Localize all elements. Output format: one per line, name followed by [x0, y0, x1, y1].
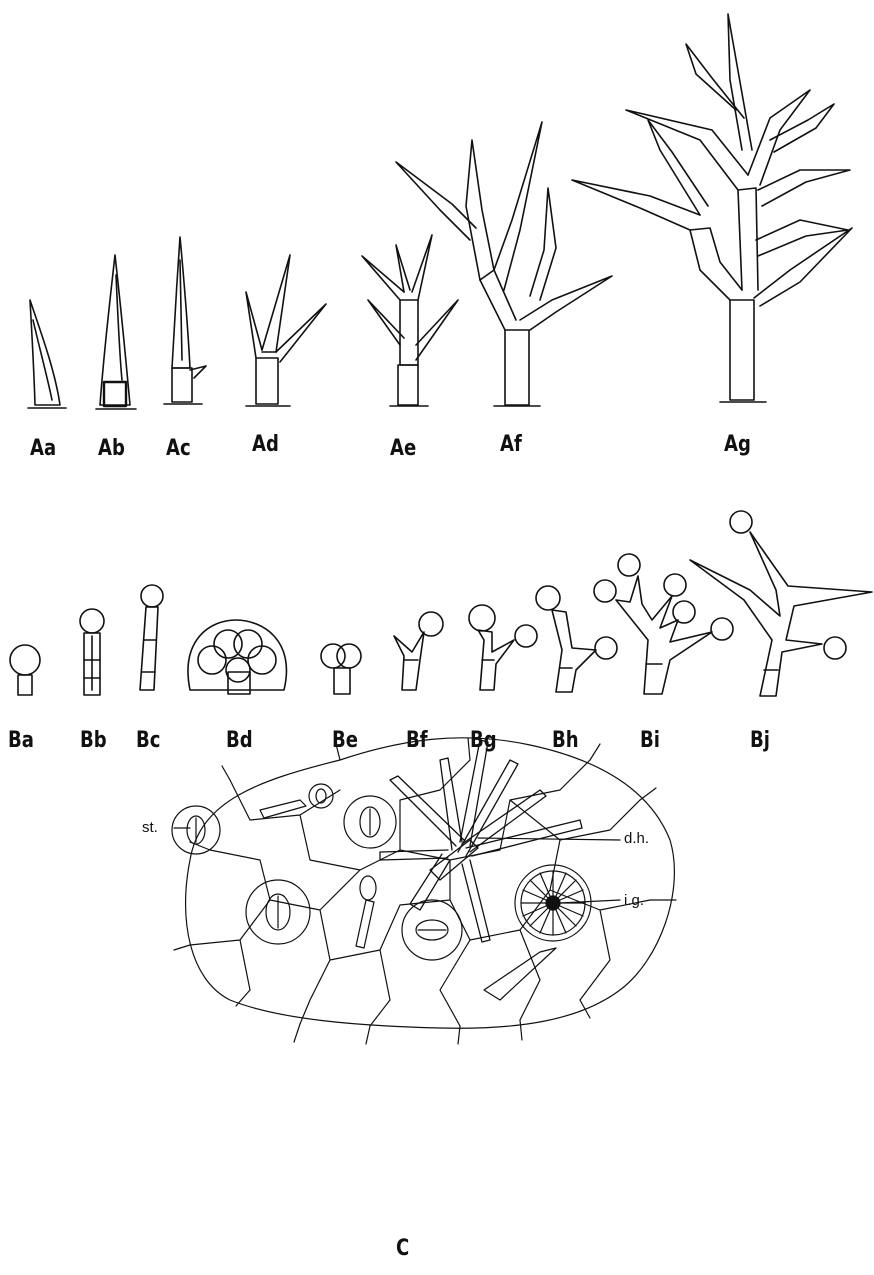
hair-Bf — [394, 612, 443, 690]
label-Be: Be — [332, 728, 358, 753]
hair-Bg — [469, 605, 537, 690]
label-Bc: Bc — [136, 728, 160, 753]
label-Bj: Bj — [750, 728, 770, 753]
annotation-stoma: st. — [142, 819, 158, 836]
stoma-1 — [172, 806, 220, 854]
label-Bi: Bi — [640, 728, 660, 753]
label-Ad: Ad — [252, 432, 279, 457]
label-Af: Af — [500, 432, 522, 457]
label-Ab: Ab — [98, 436, 125, 461]
hair-Ba — [10, 645, 40, 695]
hair-Af — [396, 122, 612, 406]
label-Ba: Ba — [8, 728, 34, 753]
label-Ae: Ae — [390, 436, 416, 461]
label-Bd: Bd — [226, 728, 253, 753]
hair-Ad — [246, 255, 326, 406]
label-Aa: Aa — [30, 436, 56, 461]
hair-Bd — [188, 620, 286, 694]
internal-gland — [515, 865, 591, 941]
epidermis-section — [172, 738, 676, 1044]
glandular-hair-small-3 — [484, 948, 556, 1000]
glandular-hair-small-2 — [356, 900, 374, 948]
label-Bg: Bg — [470, 728, 497, 753]
label-Bb: Bb — [80, 728, 107, 753]
hair-Ac — [164, 237, 206, 404]
hair-Bi — [594, 554, 733, 694]
hair-Bc — [140, 585, 163, 690]
hair-Bj — [690, 511, 872, 696]
label-Ac: Ac — [166, 436, 191, 461]
hair-Bb — [80, 609, 104, 695]
hair-Ag — [572, 14, 852, 402]
hair-Aa — [28, 300, 66, 408]
stoma-3 — [246, 880, 310, 944]
epidermis-outline — [186, 738, 675, 1028]
stoma-2 — [344, 796, 396, 848]
hair-Be — [321, 644, 361, 694]
leader-internal-gland — [560, 900, 620, 903]
label-Bf: Bf — [406, 728, 428, 753]
label-C: C — [396, 1236, 409, 1261]
annotation-dendritic-hair: d.h. — [624, 830, 649, 847]
hair-Ae — [362, 235, 458, 406]
stoma-4 — [402, 900, 462, 960]
dendritic-hair-C — [380, 740, 582, 942]
label-Ag: Ag — [724, 432, 751, 457]
hair-Ab — [96, 255, 136, 409]
label-Bh: Bh — [552, 728, 579, 753]
annotation-internal-gland: i.g. — [624, 892, 644, 909]
